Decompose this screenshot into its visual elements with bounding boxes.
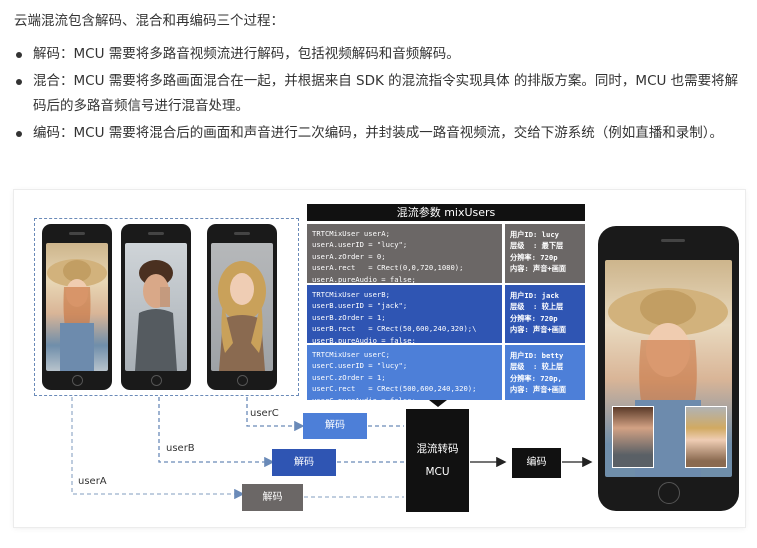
list-item-mix: 混合：MCU 需要将多路画面混合在一起，并根据来自 SDK 的混流指令实现具体 … (14, 69, 746, 119)
mix-diagram: 混流参数 mixUsers TRTCMixUser userA; userA.u… (14, 190, 745, 527)
mcu-subtitle: MCU (406, 466, 469, 478)
label-user-c: userC (250, 408, 279, 419)
decode-box-user-c: 解码 (303, 413, 367, 439)
decode-box-user-a: 解码 (242, 484, 303, 511)
overlay-user-c (685, 406, 727, 468)
output-composite-screen (605, 260, 732, 477)
encode-box: 编码 (512, 448, 561, 478)
list-item-encode: 编码：MCU 需要将混合后的画面和声音进行二次编码，并封装成一路音视频流，交给下… (14, 121, 746, 146)
mcu-box: 混流转码 MCU (406, 409, 469, 512)
list-item-decode: 解码：MCU 需要将多路音视频流进行解码，包括视频解码和音频解码。 (14, 42, 746, 67)
mcu-title: 混流转码 (406, 441, 469, 456)
intro-text: 云端混流包含解码、混合和再编码三个过程： (14, 9, 284, 29)
output-phone (598, 226, 739, 511)
label-user-a: userA (78, 476, 107, 487)
label-user-b: userB (166, 443, 195, 454)
overlay-user-b (612, 406, 654, 468)
decode-box-user-b: 解码 (272, 449, 336, 476)
process-list: 解码：MCU 需要将多路音视频流进行解码，包括视频解码和音频解码。 混合：MCU… (14, 42, 746, 148)
